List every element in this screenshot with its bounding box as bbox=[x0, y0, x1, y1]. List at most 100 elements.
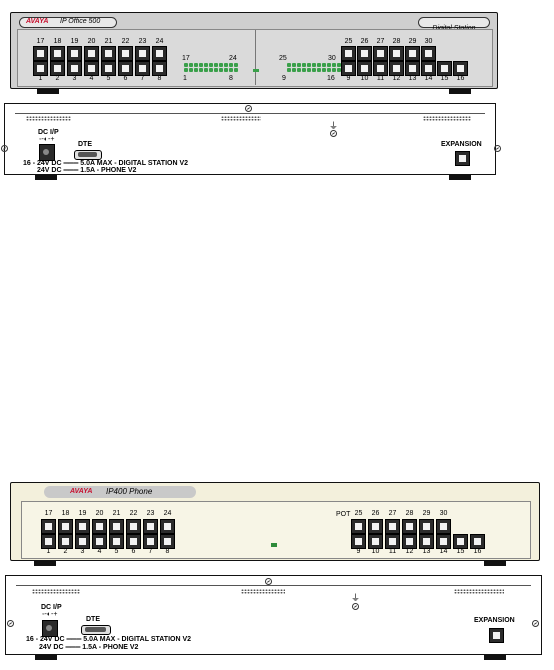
u1-rbottom-port-label-10: 10 bbox=[360, 75, 369, 82]
u2-rtop-port-label-26: 26 bbox=[371, 510, 380, 517]
u1-bottom-port-label-6: 6 bbox=[123, 75, 128, 82]
rear1-vent-left bbox=[26, 116, 71, 121]
u1-left-led bbox=[229, 63, 233, 67]
rear1-vent-right bbox=[423, 116, 471, 121]
u2-rtop-port-label-28: 28 bbox=[405, 510, 414, 517]
rear2-screw-earth bbox=[352, 603, 359, 610]
u1-bottom-port-label-2: 2 bbox=[55, 75, 60, 82]
u1-rbottom-port-label-14: 14 bbox=[424, 75, 433, 82]
u1-top-port-label-17: 17 bbox=[36, 38, 45, 45]
u1-left-led bbox=[184, 68, 188, 72]
rear2-vent-right bbox=[454, 589, 504, 594]
u1-left-led bbox=[229, 68, 233, 72]
u1-rtop-port-label-30: 30 bbox=[424, 38, 433, 45]
u1-bottom-port-label-8: 8 bbox=[157, 75, 162, 82]
u1-right-led bbox=[312, 68, 316, 72]
u1-right-led bbox=[327, 68, 331, 72]
rear2-dc-label: DC I/P bbox=[41, 604, 62, 611]
u2-top-port-label-23: 23 bbox=[146, 510, 155, 517]
u2-bottom-port-label-4: 4 bbox=[97, 548, 102, 555]
u1-left-led bbox=[234, 68, 238, 72]
u1-rbottom-port-9 bbox=[341, 61, 356, 76]
u1-rtop-port-28 bbox=[389, 46, 404, 61]
u1-bottom-port-label-3: 3 bbox=[72, 75, 77, 82]
u1-right-led bbox=[322, 63, 326, 67]
u1-right-led bbox=[287, 68, 291, 72]
u1-top-port-17 bbox=[33, 46, 48, 61]
rear1-dc-label: DC I/P bbox=[38, 129, 59, 136]
u1-bottom-port-2 bbox=[50, 61, 65, 76]
u1-rbottom-port-14 bbox=[421, 61, 436, 76]
u2-bottom-port-label-6: 6 bbox=[131, 548, 136, 555]
u1-top-port-label-22: 22 bbox=[121, 38, 130, 45]
u1-led-left-end: 24 bbox=[229, 55, 237, 62]
u1-bottom-port-label-5: 5 bbox=[106, 75, 111, 82]
u1-left-led bbox=[204, 68, 208, 72]
u1-top-port-label-23: 23 bbox=[138, 38, 147, 45]
u1-right-led bbox=[332, 68, 336, 72]
u1-led-right-low-start: 9 bbox=[282, 75, 286, 82]
u1-rtop-port-label-28: 28 bbox=[392, 38, 401, 45]
rear1-foot-right bbox=[449, 175, 471, 180]
u2-rbottom-port-label-13: 13 bbox=[422, 548, 431, 555]
u2-rtop-port-30 bbox=[436, 519, 451, 534]
u1-top-port-21 bbox=[101, 46, 116, 61]
rear2-top-edge bbox=[16, 585, 531, 586]
u1-top-port-label-18: 18 bbox=[53, 38, 62, 45]
u2-top-port-label-20: 20 bbox=[95, 510, 104, 517]
unit1-front-panel: AVAYA IP Office 500 Digital Station 1718… bbox=[10, 12, 498, 89]
u1-right-led bbox=[322, 68, 326, 72]
rear1-power-line1: 16 - 24V DC ═══ 5.0A MAX - DIGITAL STATI… bbox=[23, 160, 189, 167]
u1-led-right-low-end: 16 bbox=[327, 75, 335, 82]
rear1-screw-top bbox=[245, 105, 252, 112]
u2-bottom-port-2 bbox=[58, 534, 73, 549]
u2-top-port-17 bbox=[41, 519, 56, 534]
rear2-screw-right bbox=[532, 620, 539, 627]
u1-bottom-port-1 bbox=[33, 61, 48, 76]
unit1-foot-right bbox=[449, 89, 471, 94]
u1-left-led bbox=[199, 68, 203, 72]
u2-rbottom-port-12 bbox=[402, 534, 417, 549]
u1-right-led bbox=[327, 63, 331, 67]
u1-top-port-18 bbox=[50, 46, 65, 61]
u1-left-led bbox=[224, 68, 228, 72]
u2-top-port-20 bbox=[92, 519, 107, 534]
u2-bottom-port-label-7: 7 bbox=[148, 548, 153, 555]
unit2-foot-left bbox=[34, 561, 56, 566]
u1-left-led bbox=[184, 63, 188, 67]
rear2-vent-left bbox=[32, 589, 80, 594]
u1-rbottom-port-15 bbox=[437, 61, 452, 76]
u2-top-port-22 bbox=[126, 519, 141, 534]
u2-rtop-port-29 bbox=[419, 519, 434, 534]
u1-left-led bbox=[219, 63, 223, 67]
pot-label: POT bbox=[336, 511, 351, 518]
u1-top-port-label-19: 19 bbox=[70, 38, 79, 45]
u1-bottom-port-6 bbox=[118, 61, 133, 76]
u2-bottom-port-1 bbox=[41, 534, 56, 549]
u2-rbottom-port-10 bbox=[368, 534, 383, 549]
u1-rtop-port-30 bbox=[421, 46, 436, 61]
earth-icon-2: ⏚ bbox=[351, 593, 361, 603]
unit1-brand-plate: AVAYA IP Office 500 bbox=[19, 17, 117, 28]
dte-serial-port bbox=[74, 150, 102, 160]
rear2-expansion-label: EXPANSION bbox=[474, 617, 515, 624]
u1-top-port-24 bbox=[152, 46, 167, 61]
u2-rbottom-port-label-16: 16 bbox=[473, 548, 482, 555]
u1-bottom-port-3 bbox=[67, 61, 82, 76]
u1-rtop-port-26 bbox=[357, 46, 372, 61]
rear2-screw-top bbox=[265, 578, 272, 585]
u2-rbottom-port-label-10: 10 bbox=[371, 548, 380, 555]
u1-rbottom-port-16 bbox=[453, 61, 468, 76]
u1-right-led bbox=[317, 63, 321, 67]
u1-top-port-19 bbox=[67, 46, 82, 61]
u1-rtop-port-29 bbox=[405, 46, 420, 61]
u1-left-led bbox=[209, 68, 213, 72]
u2-bottom-port-label-8: 8 bbox=[165, 548, 170, 555]
u1-top-port-22 bbox=[118, 46, 133, 61]
u2-top-port-label-22: 22 bbox=[129, 510, 138, 517]
u1-rtop-port-label-27: 27 bbox=[376, 38, 385, 45]
u1-rbottom-port-label-9: 9 bbox=[346, 75, 351, 82]
u1-bottom-port-4 bbox=[84, 61, 99, 76]
u1-rbottom-port-12 bbox=[389, 61, 404, 76]
